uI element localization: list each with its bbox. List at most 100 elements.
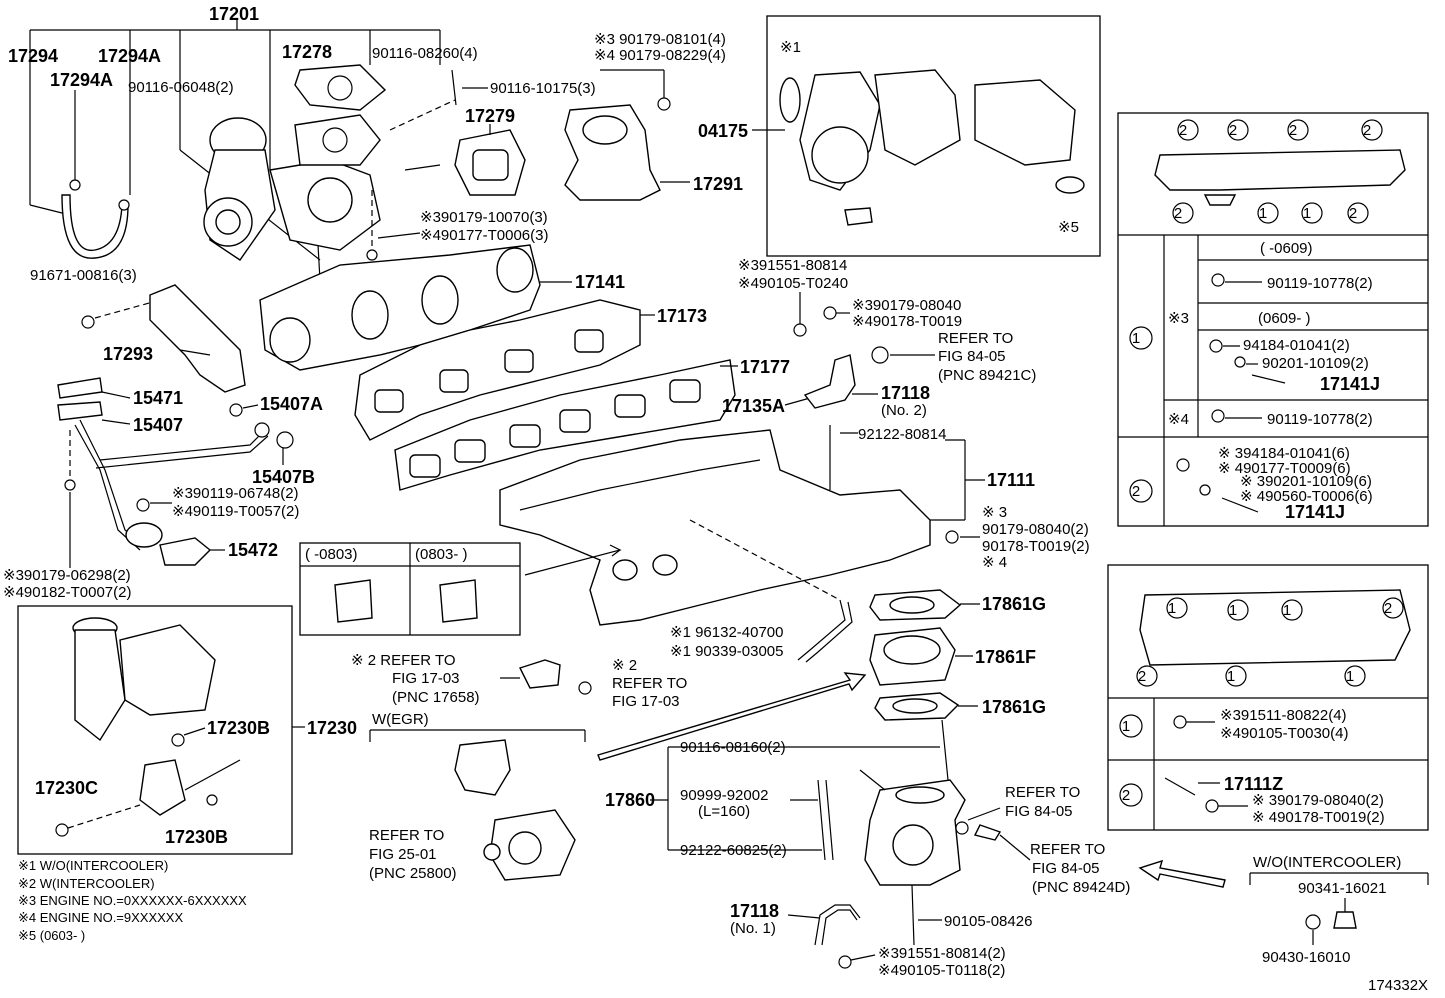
elbow-hole (322, 127, 348, 153)
inset-col2-period: (0803- ) (415, 546, 468, 563)
label-w-egr: W(EGR) (372, 711, 429, 728)
ta-row2-key: 2 (1132, 483, 1140, 500)
ta-row1-key: 1 (1132, 330, 1140, 347)
bolt-90119 (136, 498, 150, 512)
table-a-top-circles (1172, 119, 1383, 224)
bolt-91551-80814 (838, 955, 852, 969)
ta-bolt-1 (1211, 273, 1225, 287)
fig-84-05-b: FIG 84-05 (1032, 860, 1100, 877)
label-04175: 04175 (698, 121, 748, 141)
label-17230: 17230 (307, 718, 357, 738)
ta-row2-l5: 17141J (1285, 502, 1345, 522)
label-17861F: 17861F (975, 647, 1036, 667)
label-90105-T0240: ※490105-T0240 (738, 275, 848, 292)
egr-valve-assembly (454, 739, 576, 881)
notes-block: ※1 W/O(INTERCOOLER) ※2 W(INTERCOOLER) ※3… (18, 858, 247, 943)
tb-row1-key: 1 (1122, 718, 1130, 735)
hose-clamp-right (118, 199, 130, 211)
tb-circle-1-label: 1 (1168, 600, 1176, 617)
label-17230B-top: 17230B (207, 718, 270, 738)
label-17230C: 17230C (35, 778, 98, 798)
pnc-89421C: (PNC 89421C) (938, 367, 1036, 384)
label-15471: 15471 (133, 388, 183, 408)
tb-circle-5 (1136, 665, 1158, 687)
tb-circle-3 (1281, 599, 1303, 621)
label-17294: 17294 (8, 46, 58, 66)
label-17861G-bottom: 17861G (982, 697, 1046, 717)
turbocharger-04175 (779, 69, 1085, 226)
label-90182-T0007: ※490182-T0007(2) (3, 584, 131, 601)
note-3: ※3 ENGINE NO.=0XXXXXX-6XXXXXX (18, 893, 247, 908)
refer-to-8405b: REFER TO (1030, 841, 1105, 858)
sensor-plug (973, 824, 1002, 841)
label-90339-03005: ※1 90339-03005 (670, 643, 784, 660)
label-90341-16021: 90341-16021 (1298, 880, 1386, 897)
gasket-17173 (354, 299, 641, 441)
label-17293: 17293 (103, 344, 153, 364)
ta-nut-1 (1209, 339, 1223, 353)
note-4-mid: ※ 4 (982, 554, 1007, 571)
pnc-17658: (PNC 17658) (392, 689, 480, 706)
oil-pipe-15407 (79, 419, 266, 546)
label-90116-06048: 90116-06048(2) (128, 79, 234, 96)
label-15472: 15472 (228, 540, 278, 560)
tb-circle-5-label: 2 (1138, 668, 1146, 685)
nut-90179-small (823, 306, 837, 320)
gasket-hole (327, 75, 353, 101)
ta-row1-key-circle (1129, 326, 1153, 350)
tb-circle-2-label: 1 (1229, 602, 1237, 619)
ta-circle-top-4: 2 (1363, 122, 1371, 139)
hose-96132 (797, 599, 846, 661)
tb-row2-l1: ※ 390179-08040(2) (1252, 792, 1384, 809)
pnc-25800: (PNC 25800) (369, 865, 457, 882)
bracket-17658 (519, 659, 561, 689)
nut-90179-06298 (64, 479, 76, 491)
inset-col1-period: ( -0803) (305, 546, 358, 563)
label-17278: 17278 (282, 42, 332, 62)
plug-90341 (1333, 911, 1357, 929)
exhaust-manifold-17141 (259, 244, 541, 371)
ta-row2-l3: ※ 390201-10109(6) (1240, 473, 1372, 490)
label-17201: 17201 (209, 4, 259, 24)
ta-row2-l4: ※ 490560-T0006(6) (1240, 488, 1373, 505)
label-17230B-bottom: 17230B (165, 827, 228, 847)
tb-circle-7 (1344, 665, 1366, 687)
ta-circle-bot-1: 2 (1174, 205, 1182, 222)
ta-nut-2 (1176, 458, 1190, 472)
tb-nut-1 (1205, 799, 1219, 813)
ta-row1-p1: 90119-10778(2) (1267, 275, 1373, 292)
bracket-17118-no1 (814, 904, 861, 946)
nut-90179-08040 (945, 530, 959, 544)
tb-circle-1 (1166, 597, 1188, 619)
turbo-17230-box (17, 605, 293, 855)
label-90105-T0118: ※490105-T0118(2) (878, 962, 1005, 979)
refer-to-2501: REFER TO (369, 827, 444, 844)
label-15407B: 15407B (252, 467, 315, 487)
label-90999-92002: 90999-92002 (680, 787, 768, 804)
tb-row2-l0: 17111Z (1224, 774, 1283, 794)
nut-90179 (366, 249, 378, 261)
gasket-17177 (394, 359, 736, 491)
label-15407: 15407 (133, 415, 183, 435)
note-1-top: ※1 (780, 39, 801, 56)
label-l160: (L=160) (698, 803, 750, 820)
label-91671-00816: 91671-00816(3) (30, 267, 137, 284)
label-no2: (No. 2) (881, 402, 927, 419)
tb-circle-7-label: 1 (1346, 668, 1354, 685)
turbocharger-17201 (203, 117, 381, 261)
union-15407A (254, 422, 270, 438)
turbocharger-17230 (72, 617, 216, 816)
arrow-3 (1138, 859, 1226, 888)
label-90179-08229: ※4 90179-08229(4) (594, 47, 726, 64)
fig-17-03-b: FIG 17-03 (612, 693, 680, 710)
hose-17294 (61, 194, 129, 259)
label-90105-08426: 90105-08426 (944, 913, 1032, 930)
note-2: ※2 W(INTERCOOLER) (18, 876, 155, 891)
label-90179-10070: ※390179-10070(3) (420, 209, 548, 226)
label-90178-T0019-2: 90178-T0019(2) (982, 538, 1090, 555)
gasket-15471 (57, 377, 103, 399)
note-5-top: ※5 (1058, 219, 1079, 236)
intake-manifold-17111 (499, 429, 931, 626)
label-90179-08101: ※3 90179-08101(4) (594, 31, 726, 48)
